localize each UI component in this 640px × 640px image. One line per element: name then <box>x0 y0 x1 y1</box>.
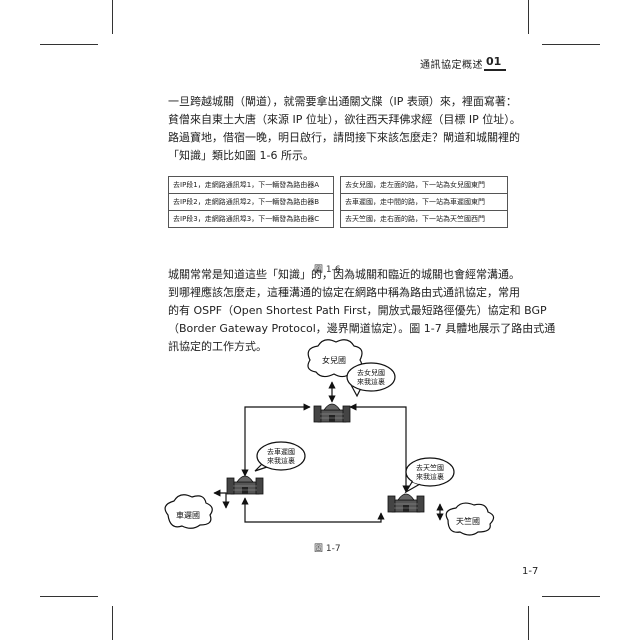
table-cell: 去女兒國，走左面的路，下一站為女兒國東門 <box>340 176 508 194</box>
bubble-line: 去車遲國 <box>267 447 295 456</box>
paragraph-line: 城關常常是知道這些「知識」的，因為城關和臨近的城關也會經常溝通。 <box>168 268 520 281</box>
paragraph-line: （Border Gateway Protocol，邊界閘道協定）。圖 1-7 具… <box>168 322 556 335</box>
speech-bubble-top: 去女兒國 來我這裏 <box>346 362 396 398</box>
paragraph-line: 「知識」類比如圖 1-6 所示。 <box>168 149 314 162</box>
table-row: 去IP段3，走網路通訊埠3，下一輛發為路由器C <box>168 210 334 228</box>
speech-bubble-left: 去車遲國 來我這裏 <box>254 441 306 472</box>
section-title: 通訊協定概述 <box>420 60 483 71</box>
castle-icon <box>313 394 351 423</box>
paragraph-line: 的有 OSPF（Open Shortest Path First，開放式最短路徑… <box>168 304 547 317</box>
figure-caption: 圖 1-7 <box>314 544 341 554</box>
figure-1-6: 去IP段1，走網路通訊埠1，下一輛發為路由器A 去IP段2，走網路通訊埠2，下一… <box>168 176 508 252</box>
page-number: 1-7 <box>522 566 539 577</box>
cloud-nuerguo: 女兒國 <box>307 339 363 378</box>
routing-table-kingdoms: 去女兒國，走左面的路，下一站為女兒國東門 去車遲國，走中間的路，下一站為車遲國東… <box>340 176 508 228</box>
table-row: 去女兒國，走左面的路，下一站為女兒國東門 <box>340 176 508 194</box>
cloud-tianzhuguo: 天竺國 <box>445 502 495 536</box>
paragraph-line: 路過寶地，借宿一晚，明日啟行，請問接下來該怎麼走？閘道和城關裡的 <box>168 131 520 144</box>
figure-caption: 圖 1-6 <box>314 265 341 275</box>
castle-icon <box>226 466 264 495</box>
bubble-line: 去女兒國 <box>357 368 385 377</box>
cloud-chechiguo: 車遲國 <box>164 494 213 529</box>
table-cell: 去IP段1，走網路通訊埠1，下一輛發為路由器A <box>168 176 334 194</box>
table-cell: 去車遲國，走中間的路，下一站為車遲國東門 <box>340 193 508 211</box>
bubble-line: 來我這裏 <box>267 456 295 465</box>
table-cell: 去IP段3，走網路通訊埠3，下一輛發為路由器C <box>168 210 334 228</box>
bubble-line: 來我這裏 <box>416 472 444 481</box>
cloud-label: 天竺國 <box>456 516 480 526</box>
table-cell: 去天竺國，走右面的路，下一站為天竺國西門 <box>340 210 508 228</box>
table-row: 去車遲國，走中間的路，下一站為車遲國東門 <box>340 193 508 211</box>
table-row: 去IP段1，走網路通訊埠1，下一輛發為路由器A <box>168 176 334 194</box>
paragraph-2: 城關常常是知道這些「知識」的，因為城關和臨近的城關也會經常溝通。 到哪裡應該怎麼… <box>168 266 556 356</box>
bubble-line: 去天竺國 <box>416 463 444 472</box>
running-header: 通訊協定概述 01 <box>420 55 506 71</box>
speech-bubble-right: 去天竺國 來我這裏 <box>404 457 455 494</box>
table-cell: 去IP段2，走網路通訊埠2，下一輛發為路由器B <box>168 193 334 211</box>
paragraph-line: 到哪裡應該怎麼走，這種溝通的協定在網路中稱為路由式通訊協定，常用 <box>168 286 520 299</box>
castle-icon <box>387 484 425 513</box>
paragraph-line: 貧僧來自東土大唐（來源 IP 位址），欲往西天拜佛求經（目標 IP 位址）。 <box>168 113 521 126</box>
header-rule <box>484 69 506 71</box>
chapter-number: 01 <box>486 55 502 68</box>
table-row: 去IP段2，走網路通訊埠2，下一輛發為路由器B <box>168 193 334 211</box>
table-row: 去天竺國，走右面的路，下一站為天竺國西門 <box>340 210 508 228</box>
cloud-label: 女兒國 <box>322 355 346 365</box>
paragraph-line: 訊協定的工作方式。 <box>168 340 267 353</box>
routing-table-ip: 去IP段1，走網路通訊埠1，下一輛發為路由器A 去IP段2，走網路通訊埠2，下一… <box>168 176 334 228</box>
cloud-label: 車遲國 <box>176 510 200 520</box>
bubble-line: 來我這裏 <box>357 377 385 386</box>
route-lines <box>241 403 410 523</box>
paragraph-line: 一旦跨越城關（閘道），就需要拿出通關文牒（IP 表頭）來，裡面寫著： <box>168 95 517 108</box>
figure-1-7-routing-diagram: 女兒國 車遲國 天竺國 去女兒國 來我這裏 去車遲國 來我這裏 去天竺國 來我這… <box>164 339 495 536</box>
paragraph-1: 一旦跨越城關（閘道），就需要拿出通關文牒（IP 表頭）來，裡面寫著： 貧僧來自東… <box>168 93 521 165</box>
